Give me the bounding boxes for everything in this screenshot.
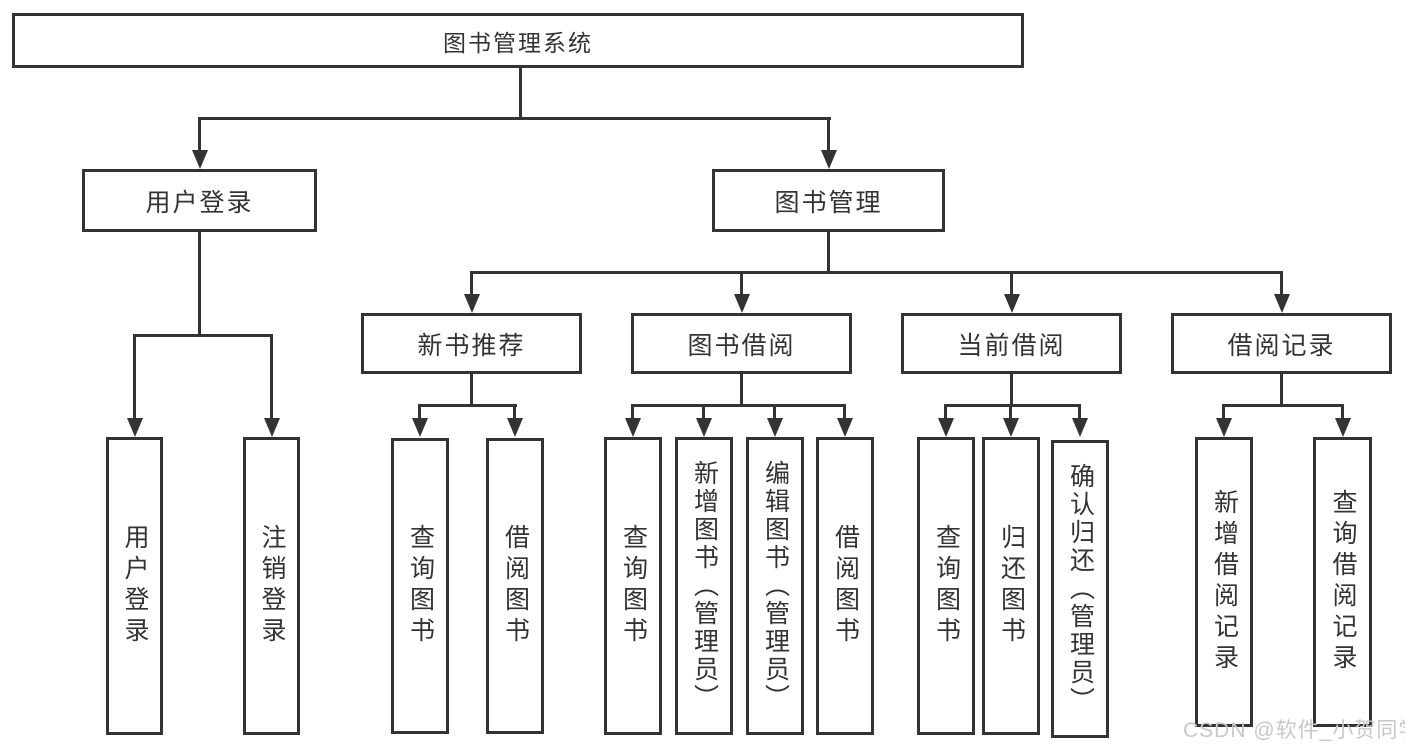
arrow-down-to-book-management bbox=[827, 117, 830, 151]
leaf-g2-query-books: 查询图书 bbox=[604, 437, 662, 735]
connector-user-login-rail bbox=[133, 334, 273, 337]
leaf-g2-edit-books-admin: 编辑图书（管理员） bbox=[746, 437, 804, 735]
arrow-down-to-leaf-logout bbox=[270, 334, 273, 419]
connector-g2-rail bbox=[631, 404, 846, 407]
arrow-down-g2-add-books bbox=[702, 404, 705, 419]
arrow-down-g2-query-books bbox=[631, 404, 634, 419]
leaf-g3-return-books: 归还图书 bbox=[982, 437, 1040, 735]
leaf-g1-query-books: 查询图书 bbox=[391, 438, 449, 734]
arrow-down-g1-borrow-books bbox=[513, 404, 516, 419]
connector-g3-trunk bbox=[1010, 374, 1013, 406]
node-new-book-recommend: 新书推荐 bbox=[361, 313, 582, 374]
connector-g2-trunk bbox=[740, 374, 743, 406]
arrow-down-g2-edit-books bbox=[773, 404, 776, 419]
leaf-user-login: 用户登录 bbox=[106, 437, 163, 735]
node-current-borrow: 当前借阅 bbox=[901, 313, 1122, 374]
arrow-down-to-book-borrow bbox=[740, 271, 743, 295]
connector-g3-rail bbox=[944, 404, 1081, 407]
arrow-down-g4-query-record bbox=[1341, 404, 1344, 419]
arrow-down-g3-return-books bbox=[1009, 404, 1012, 419]
connector-g4-trunk bbox=[1280, 374, 1283, 406]
leaf-g2-borrow-books: 借阅图书 bbox=[816, 437, 874, 735]
leaf-logout: 注销登录 bbox=[243, 437, 300, 735]
leaf-g2-add-books-admin: 新增图书（管理员） bbox=[675, 437, 733, 735]
leaf-g4-add-borrow-record: 新增借阅记录 bbox=[1195, 437, 1253, 727]
arrow-down-g3-query-books bbox=[944, 404, 947, 419]
arrow-down-to-new-book-recommend bbox=[470, 271, 473, 295]
connector-user-login-trunk bbox=[198, 232, 201, 337]
arrow-down-to-leaf-user-login bbox=[133, 334, 136, 419]
leaf-g1-borrow-books: 借阅图书 bbox=[486, 438, 544, 734]
arrow-down-to-current-borrow bbox=[1010, 271, 1013, 295]
arrow-down-g3-confirm-return bbox=[1078, 404, 1081, 419]
node-root: 图书管理系统 bbox=[12, 13, 1024, 68]
connector-g1-trunk bbox=[470, 374, 473, 406]
arrow-down-g4-add-record bbox=[1222, 404, 1225, 419]
connector-g1-rail bbox=[418, 404, 517, 407]
leaf-g4-query-borrow-record: 查询借阅记录 bbox=[1313, 437, 1372, 727]
connector-book-management-trunk bbox=[827, 232, 830, 274]
arrow-down-g2-borrow-books bbox=[843, 404, 846, 419]
node-user-login: 用户登录 bbox=[82, 169, 317, 232]
node-book-borrow: 图书借阅 bbox=[631, 313, 852, 374]
node-borrow-records: 借阅记录 bbox=[1171, 313, 1392, 374]
node-book-management: 图书管理 bbox=[712, 169, 945, 232]
arrow-down-to-borrow-records bbox=[1280, 271, 1283, 295]
watermark: CSDN @软件_小贺同学 bbox=[1183, 719, 1405, 742]
connector-root-trunk bbox=[519, 68, 522, 120]
connector-g4-rail bbox=[1222, 404, 1344, 407]
arrow-down-to-user-login bbox=[198, 117, 201, 151]
leaf-g3-confirm-return-admin: 确认归还（管理员） bbox=[1051, 440, 1109, 738]
arrow-down-g1-query-books bbox=[418, 404, 421, 419]
connector-level3-rail bbox=[470, 271, 1283, 274]
leaf-g3-query-books: 查询图书 bbox=[917, 437, 975, 735]
connector-level2-rail bbox=[198, 117, 831, 120]
